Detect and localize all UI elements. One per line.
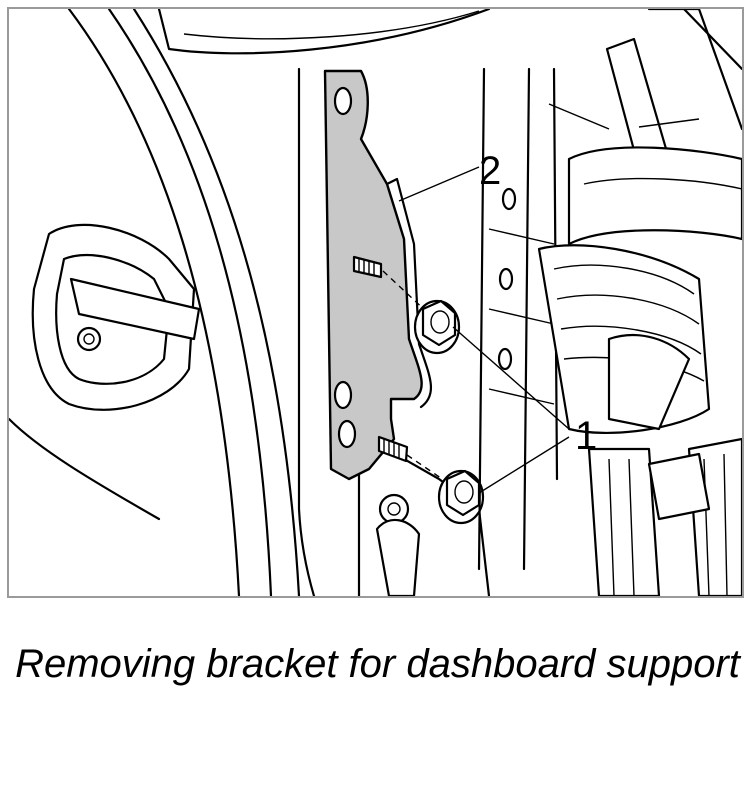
callout-label-bracket: 2 <box>479 149 501 193</box>
door-striker <box>31 223 201 411</box>
upper-panel <box>157 9 491 55</box>
pillar-panel <box>297 67 491 596</box>
illustration-frame: 2 1 <box>7 7 744 598</box>
air-duct <box>548 9 742 246</box>
door-pillar-contours <box>9 9 301 596</box>
wiring-harness <box>537 244 742 596</box>
callout-label-nuts: 1 <box>575 414 597 458</box>
figure-caption: Removing bracket for dashboard support <box>15 642 740 686</box>
callout-leaders <box>398 166 570 494</box>
flange-nuts <box>413 299 485 525</box>
ribbed-channel <box>477 67 559 571</box>
